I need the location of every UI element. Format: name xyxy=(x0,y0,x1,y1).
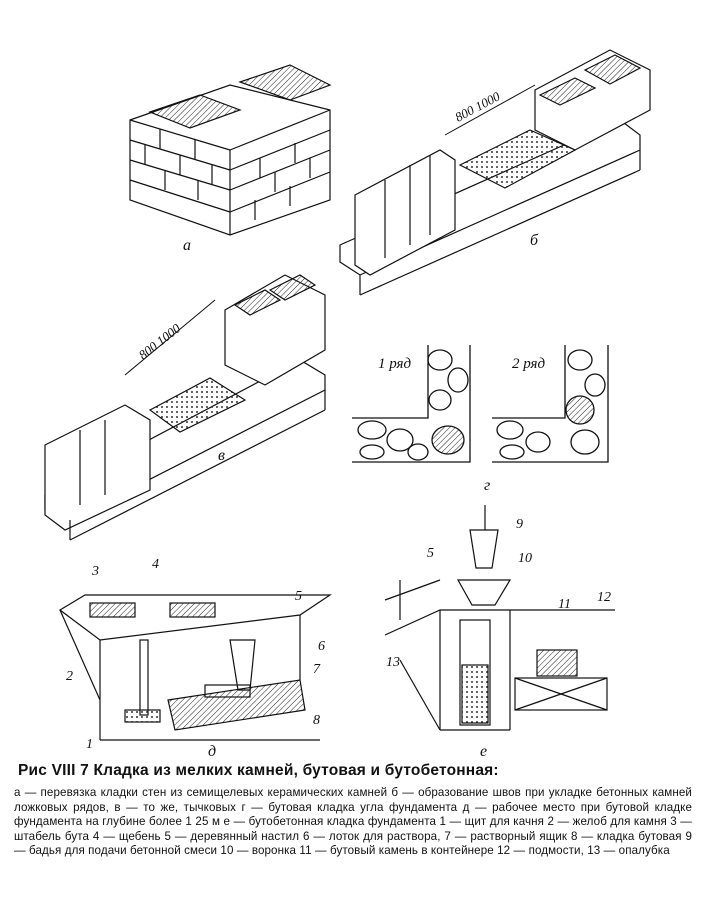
callout-6: 6 xyxy=(318,639,325,654)
callout-2: 2 xyxy=(66,669,73,684)
panel-d-label: д xyxy=(208,743,216,760)
panel-g-rubble-plans xyxy=(352,345,609,463)
callout-12: 12 xyxy=(597,590,611,605)
callout-10: 10 xyxy=(518,551,532,566)
callout-8: 8 xyxy=(313,713,320,728)
panel-b-dimension: 800 1000 xyxy=(452,88,503,124)
caption-title: Рис VIII 7 Кладка из мелких камней, буто… xyxy=(18,762,499,779)
callout-7: 7 xyxy=(313,662,321,677)
callout-5-e: 5 xyxy=(427,546,434,561)
panel-a-label: а xyxy=(183,237,191,254)
panel-g-label: г xyxy=(484,477,490,494)
callout-13: 13 xyxy=(386,655,400,670)
callout-11: 11 xyxy=(558,597,571,612)
panel-g-row2-label: 2 ряд xyxy=(512,356,546,372)
panel-b-stretcher-rows xyxy=(339,49,651,296)
callout-1: 1 xyxy=(86,737,93,752)
panel-e-label: е xyxy=(480,743,487,760)
panel-v-label: в xyxy=(218,447,225,464)
panel-e-rubble-concrete xyxy=(384,505,615,731)
panel-g-row1-label: 1 ряд xyxy=(378,356,412,372)
callout-9: 9 xyxy=(516,517,523,532)
callout-5-d: 5 xyxy=(295,589,302,604)
caption-body: а — перевязка кладки стен из семищелевых… xyxy=(14,786,692,858)
panel-d-workplace xyxy=(58,594,332,741)
callout-4: 4 xyxy=(152,557,159,572)
panel-v-dimension-line xyxy=(124,299,216,376)
panel-b-label: б xyxy=(530,232,539,249)
panel-b-dimension-line xyxy=(444,84,536,136)
panel-v-dimension: 800 1000 xyxy=(136,320,184,362)
callout-3: 3 xyxy=(91,564,99,579)
panel-v-header-rows xyxy=(44,274,326,541)
figure-drawing: а 800 1000 б 800 1000 в xyxy=(44,49,651,760)
panel-a-wall-corner xyxy=(129,64,332,236)
figure-caption: Рис VIII 7 Кладка из мелких камней, буто… xyxy=(14,762,692,859)
